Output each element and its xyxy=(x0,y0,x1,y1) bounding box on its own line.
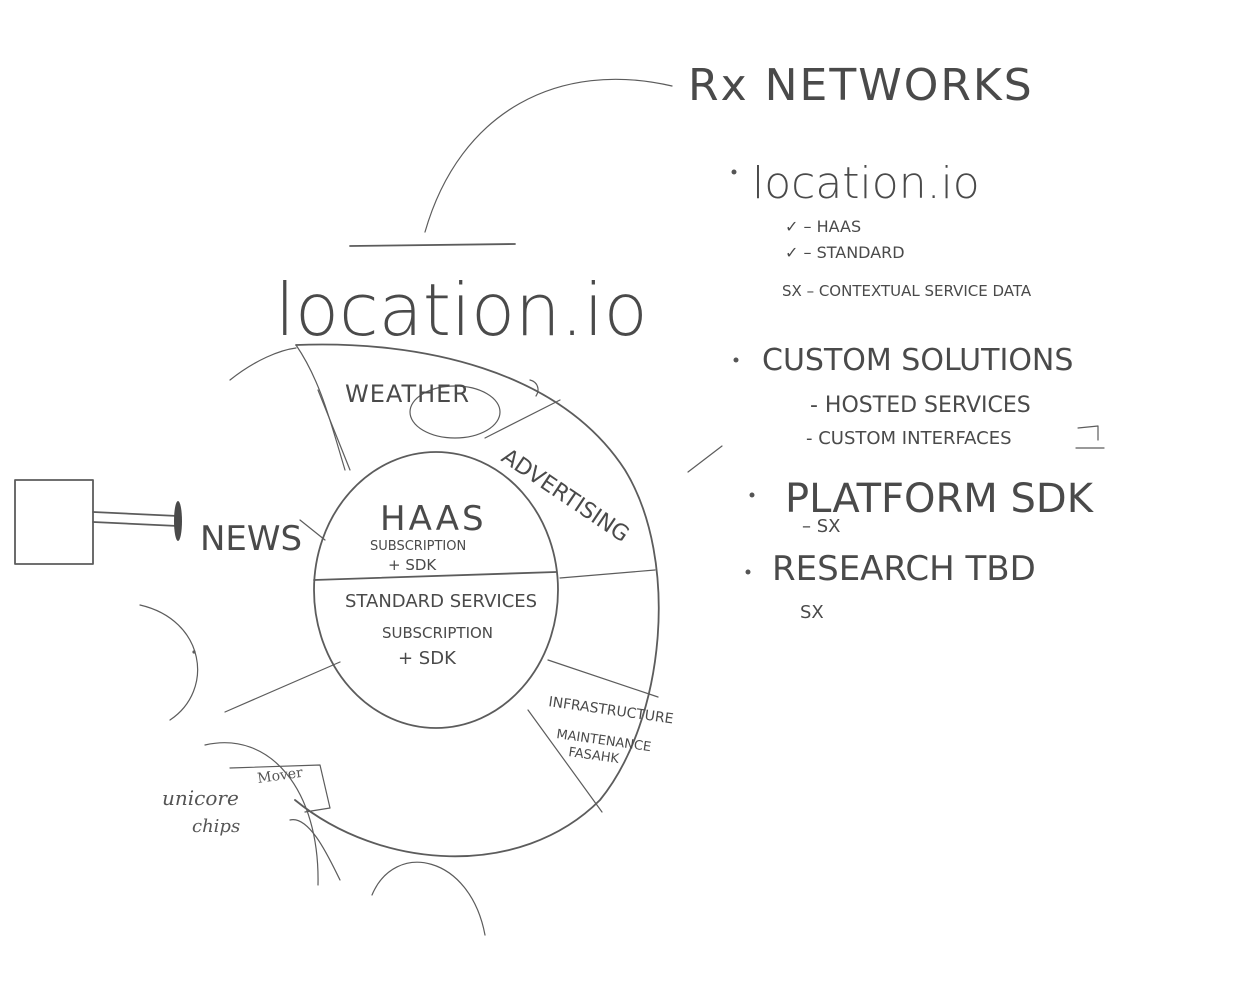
core-bottom-sub1: SUBSCRIPTION xyxy=(382,624,493,642)
product-overline xyxy=(349,243,516,247)
note-4-sub-1: SX xyxy=(800,602,824,623)
note-2-sub-2: - CUSTOM INTERFACES xyxy=(806,428,1012,449)
core-bottom-title: STANDARD SERVICES xyxy=(345,591,537,612)
unicore-line1: unicore xyxy=(162,786,239,810)
note-1-title: location.io xyxy=(752,158,980,209)
product-title: location.io xyxy=(275,268,648,352)
company-title: Rx NETWORKS xyxy=(688,60,1034,111)
spoke-lower-left xyxy=(224,661,341,713)
outer-ring xyxy=(294,343,660,858)
bottom-arc-2 xyxy=(289,819,341,881)
news-node-dot xyxy=(174,501,182,541)
note-3-sub-1: – SX xyxy=(802,516,840,537)
note-1-sub-2: ✓ – STANDARD xyxy=(785,243,905,262)
note-2-title: CUSTOM SOLUTIONS xyxy=(762,343,1073,378)
news-connector-bar-top xyxy=(92,511,179,517)
bottom-arc-1 xyxy=(204,742,319,886)
core-top-title: HAAS xyxy=(380,499,487,539)
note-2-sub-1: - HOSTED SERVICES xyxy=(810,393,1031,418)
spoke-infra-top xyxy=(547,659,659,698)
spoke-advertising-bottom xyxy=(559,569,656,579)
note-bullet-1 xyxy=(731,169,737,175)
left-ring-arc xyxy=(295,344,346,471)
bottom-arc-3 xyxy=(371,861,486,936)
note-3-title: PLATFORM SDK xyxy=(785,476,1095,522)
note-1-sub-1: ✓ – HAAS xyxy=(785,217,861,236)
core-circle xyxy=(313,451,559,729)
note-1-sub-3: SX – CONTEXTUAL SERVICE DATA xyxy=(782,282,1032,300)
segment-infra-line3: FASAHK xyxy=(567,745,620,767)
news-connector-bar-bottom xyxy=(92,521,179,527)
news-label: NEWS xyxy=(200,519,302,559)
ring-right-tick xyxy=(687,445,723,473)
note-bullet-3 xyxy=(749,492,755,498)
core-top-sub2: + SDK xyxy=(388,556,437,574)
segment-advertising-label: ADVERTISING xyxy=(497,444,634,548)
mover-label: Mover xyxy=(256,765,304,787)
spoke-news xyxy=(299,519,326,541)
news-source-box xyxy=(14,479,94,565)
note-bullet-4 xyxy=(745,569,751,575)
left-arc xyxy=(139,604,199,721)
core-top-sub1: SUBSCRIPTION xyxy=(370,539,466,554)
unicore-line2: chips xyxy=(192,816,240,837)
title-connector-line xyxy=(424,78,673,233)
core-bottom-sub2: + SDK xyxy=(398,648,457,669)
core-divider xyxy=(313,571,557,581)
spoke-weather-right xyxy=(484,399,561,439)
segment-infra-line1: INFRASTRUCTURE xyxy=(547,694,674,727)
weather-bracket-mark xyxy=(529,379,539,397)
left-arc-dot xyxy=(192,650,196,654)
segment-weather-label: WEATHER xyxy=(345,380,470,408)
spoke-weather-left xyxy=(317,389,351,471)
note-4-title: RESEARCH TBD xyxy=(772,549,1036,589)
note-2-box-mark xyxy=(1075,425,1105,449)
spoke-infra-bottom xyxy=(527,709,603,813)
weather-circle-mark xyxy=(409,385,501,439)
outer-ring-left-arc xyxy=(229,347,297,381)
note-bullet-2 xyxy=(733,357,739,363)
mover-box xyxy=(229,764,331,813)
